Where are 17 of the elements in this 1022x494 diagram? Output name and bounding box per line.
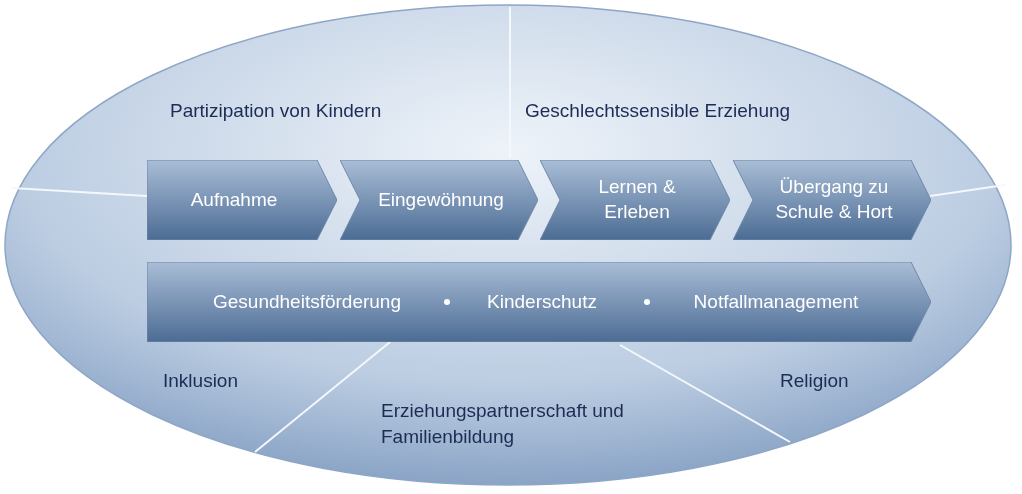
topic-label: Gesundheitsförderung bbox=[212, 289, 402, 314]
step-label: Übergang zu Schule & Hort bbox=[774, 175, 894, 224]
sector-label: Inklusion bbox=[163, 369, 239, 393]
sector-label: Partizipation von Kindern bbox=[170, 99, 383, 123]
step-label: Aufnahme bbox=[189, 187, 279, 212]
arrow-banner bbox=[147, 262, 931, 342]
sector-label: Religion bbox=[780, 369, 850, 393]
topic-label: Notfallmanagement bbox=[692, 289, 860, 314]
chevron-step bbox=[147, 160, 337, 240]
sector-label: Erziehungspartnerschaft und Familienbildung bbox=[381, 399, 625, 449]
chevron-step bbox=[340, 160, 538, 240]
step-label: Eingewöhnung bbox=[377, 187, 505, 212]
step-label: Lernen & Erleben bbox=[597, 175, 677, 224]
topic-label: Kinderschutz bbox=[486, 289, 598, 314]
chevron-step bbox=[540, 160, 730, 240]
chevron-step bbox=[733, 160, 931, 240]
sector-label: Geschlechtssensible Erziehung bbox=[525, 99, 792, 123]
